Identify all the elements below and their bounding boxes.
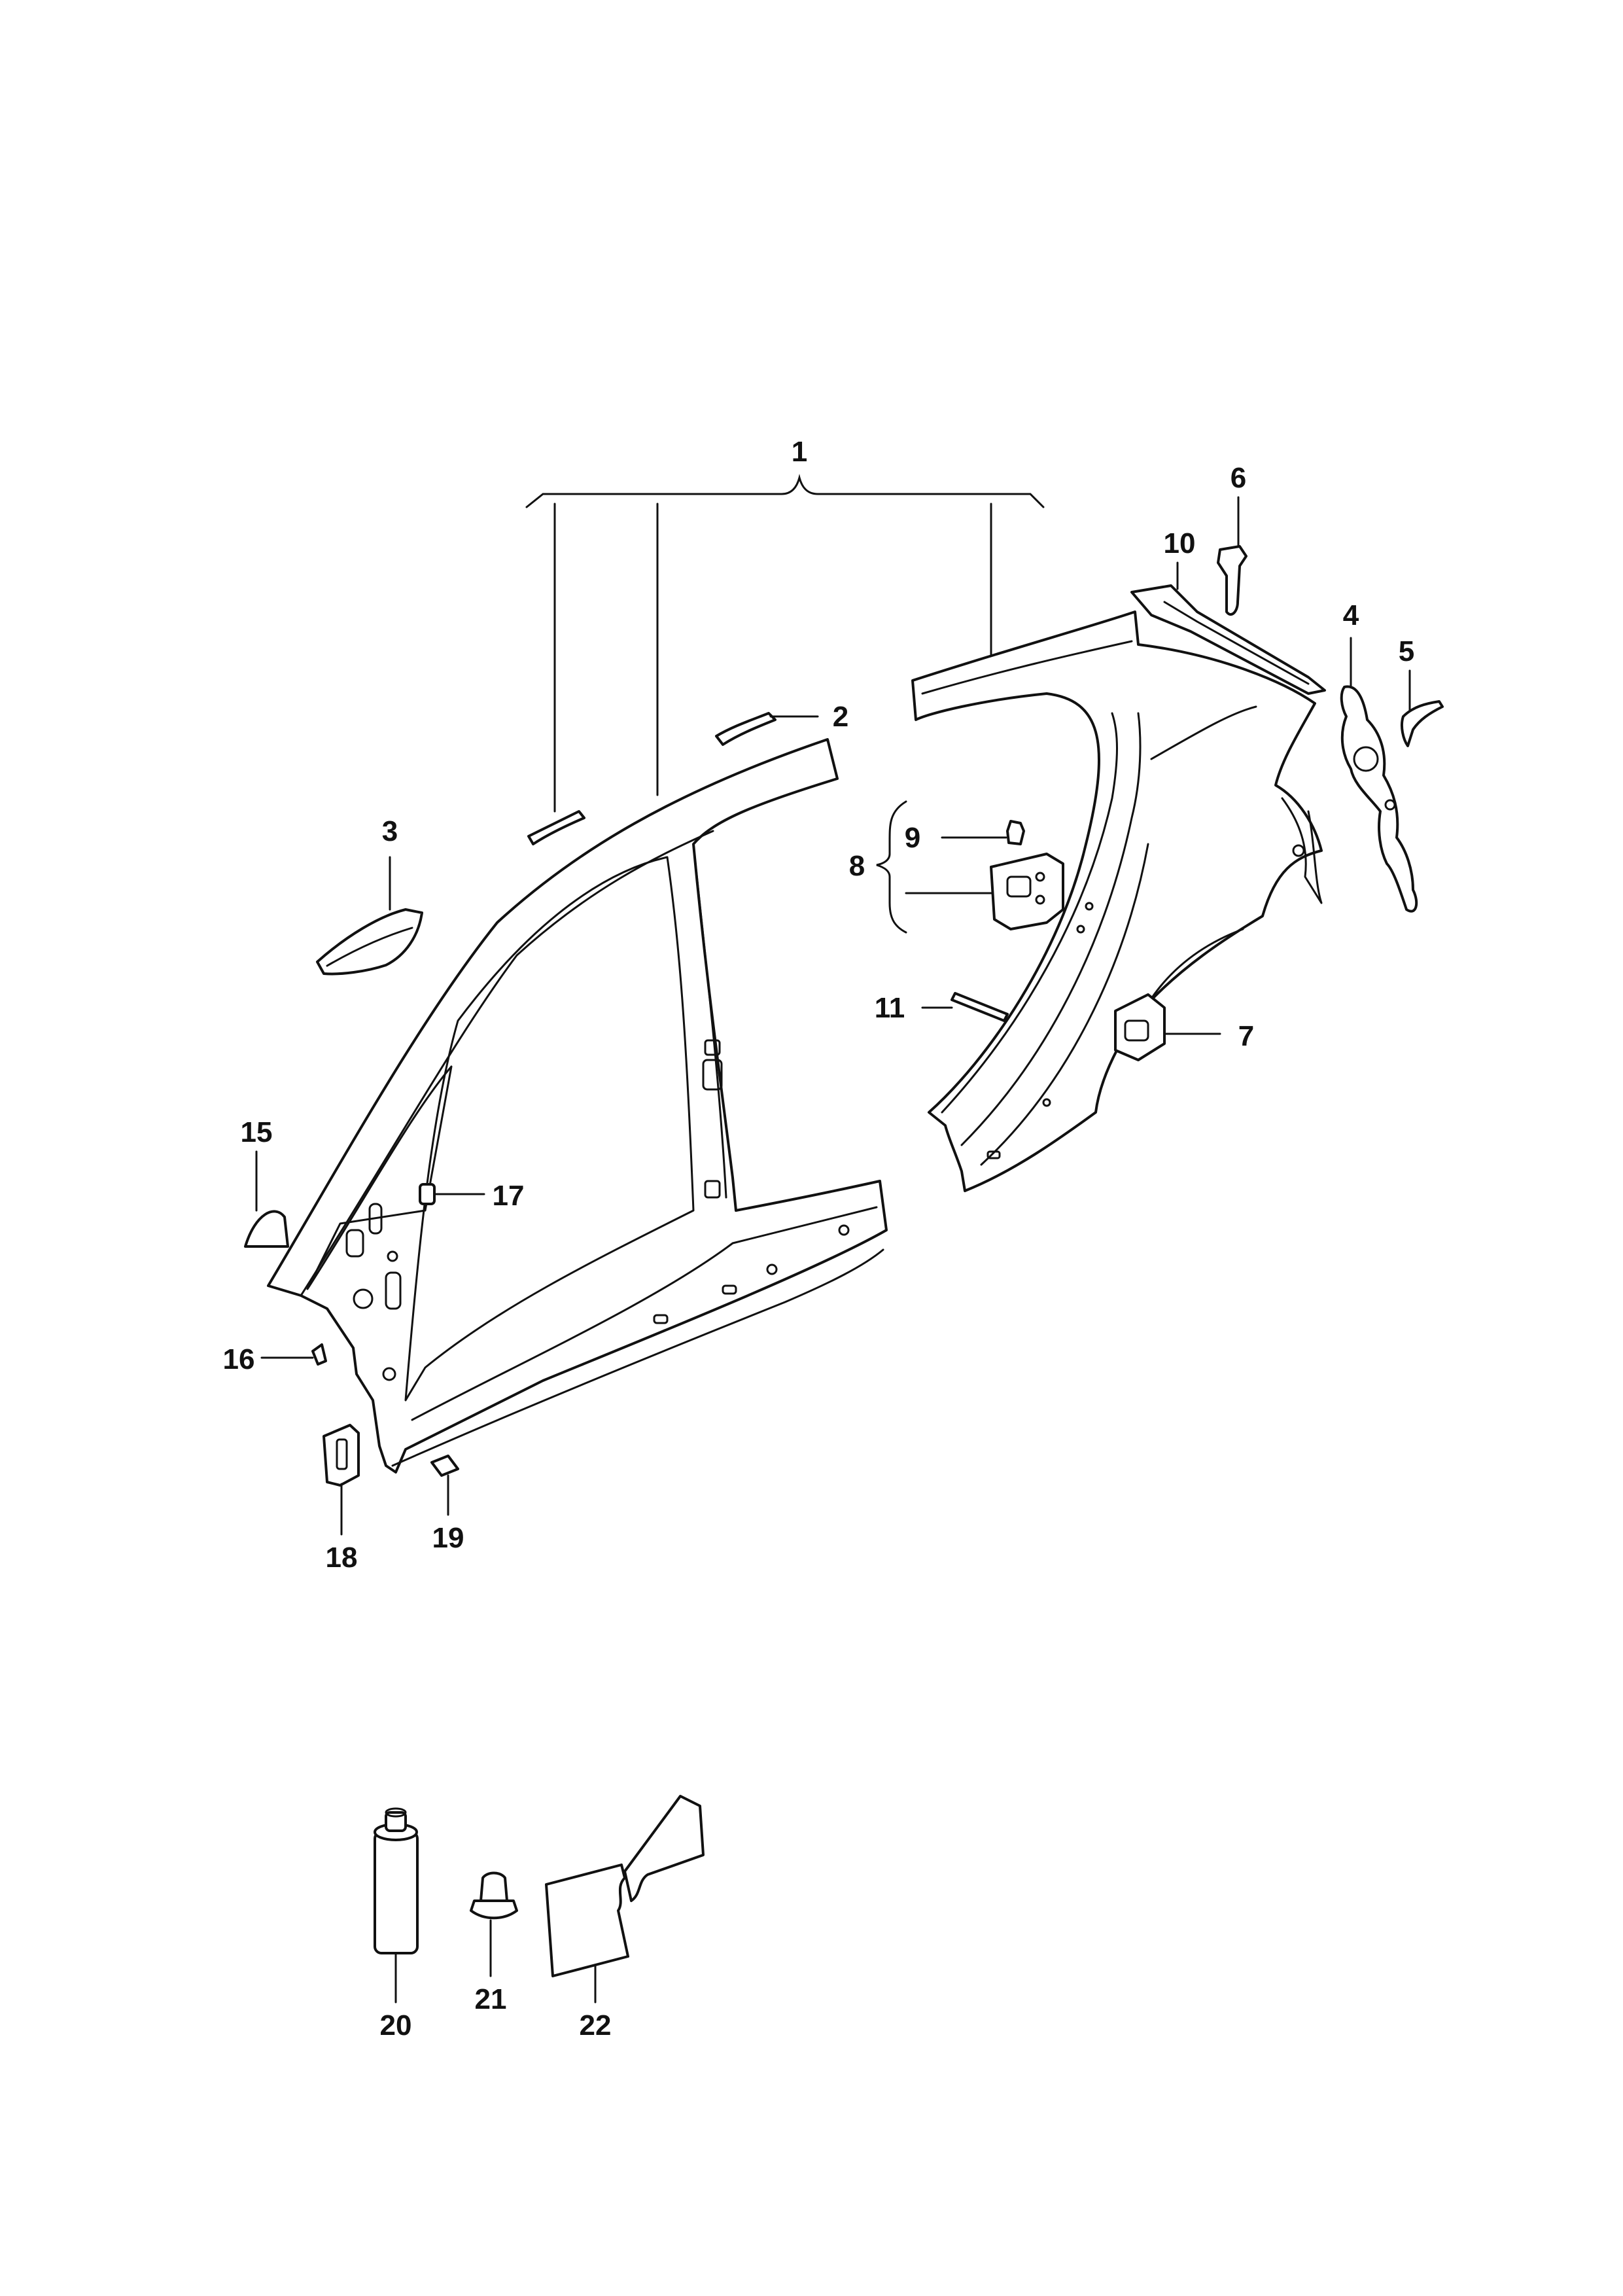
part-9-clip: 9 xyxy=(905,820,1025,854)
callout-1-group: 1 xyxy=(525,436,1045,813)
front-side-panel xyxy=(267,738,888,1474)
callout-15: 15 xyxy=(241,1116,273,1148)
callout-20: 20 xyxy=(380,2009,412,2041)
callout-4: 4 xyxy=(1343,599,1359,631)
callout-18: 18 xyxy=(326,1542,358,1574)
part-16-nut: 16 xyxy=(223,1343,327,1375)
part-6-reinforcement: 6 xyxy=(1217,462,1248,616)
roof-rail-reinforcement xyxy=(527,810,585,845)
part-5-bracket: 5 xyxy=(1399,635,1444,747)
callout-11: 11 xyxy=(875,992,905,1024)
part-2-reinforcement: 2 xyxy=(715,701,848,746)
callout-22: 22 xyxy=(580,2009,612,2041)
callout-3: 3 xyxy=(382,815,398,847)
callout-7: 7 xyxy=(1238,1020,1254,1052)
part-20-cartridge: 20 xyxy=(374,1807,419,2041)
part-3-cover: 3 xyxy=(316,815,423,976)
part-11-strip: 11 xyxy=(875,992,1009,1024)
part-22-pad: 22 xyxy=(545,1795,705,2041)
callout-1: 1 xyxy=(792,436,807,468)
part-15-gusset: 15 xyxy=(241,1116,289,1248)
callout-9: 9 xyxy=(905,822,920,854)
part-8-mount xyxy=(990,853,1064,930)
callout-21: 21 xyxy=(475,1983,507,2015)
callout-8: 8 xyxy=(849,850,865,882)
part-19-clip: 19 xyxy=(430,1455,464,1554)
part-21-plug: 21 xyxy=(470,1871,518,2015)
callout-2: 2 xyxy=(833,701,848,733)
part-18-hinge: 18 xyxy=(323,1424,360,1574)
part-4-bracket: 4 xyxy=(1340,599,1418,913)
callout-17: 17 xyxy=(493,1180,525,1212)
callout-5: 5 xyxy=(1399,635,1414,667)
part-17-plug: 17 xyxy=(419,1180,525,1212)
callout-16: 16 xyxy=(223,1343,255,1375)
callout-19: 19 xyxy=(432,1522,464,1554)
callout-6: 6 xyxy=(1230,462,1246,494)
part-10-rail: 10 xyxy=(1130,527,1326,695)
part-7-bracket: 7 xyxy=(1114,993,1254,1061)
rear-quarter-panel xyxy=(911,610,1323,1192)
callout-8-group: 8 xyxy=(849,800,996,934)
callout-10: 10 xyxy=(1164,527,1196,559)
